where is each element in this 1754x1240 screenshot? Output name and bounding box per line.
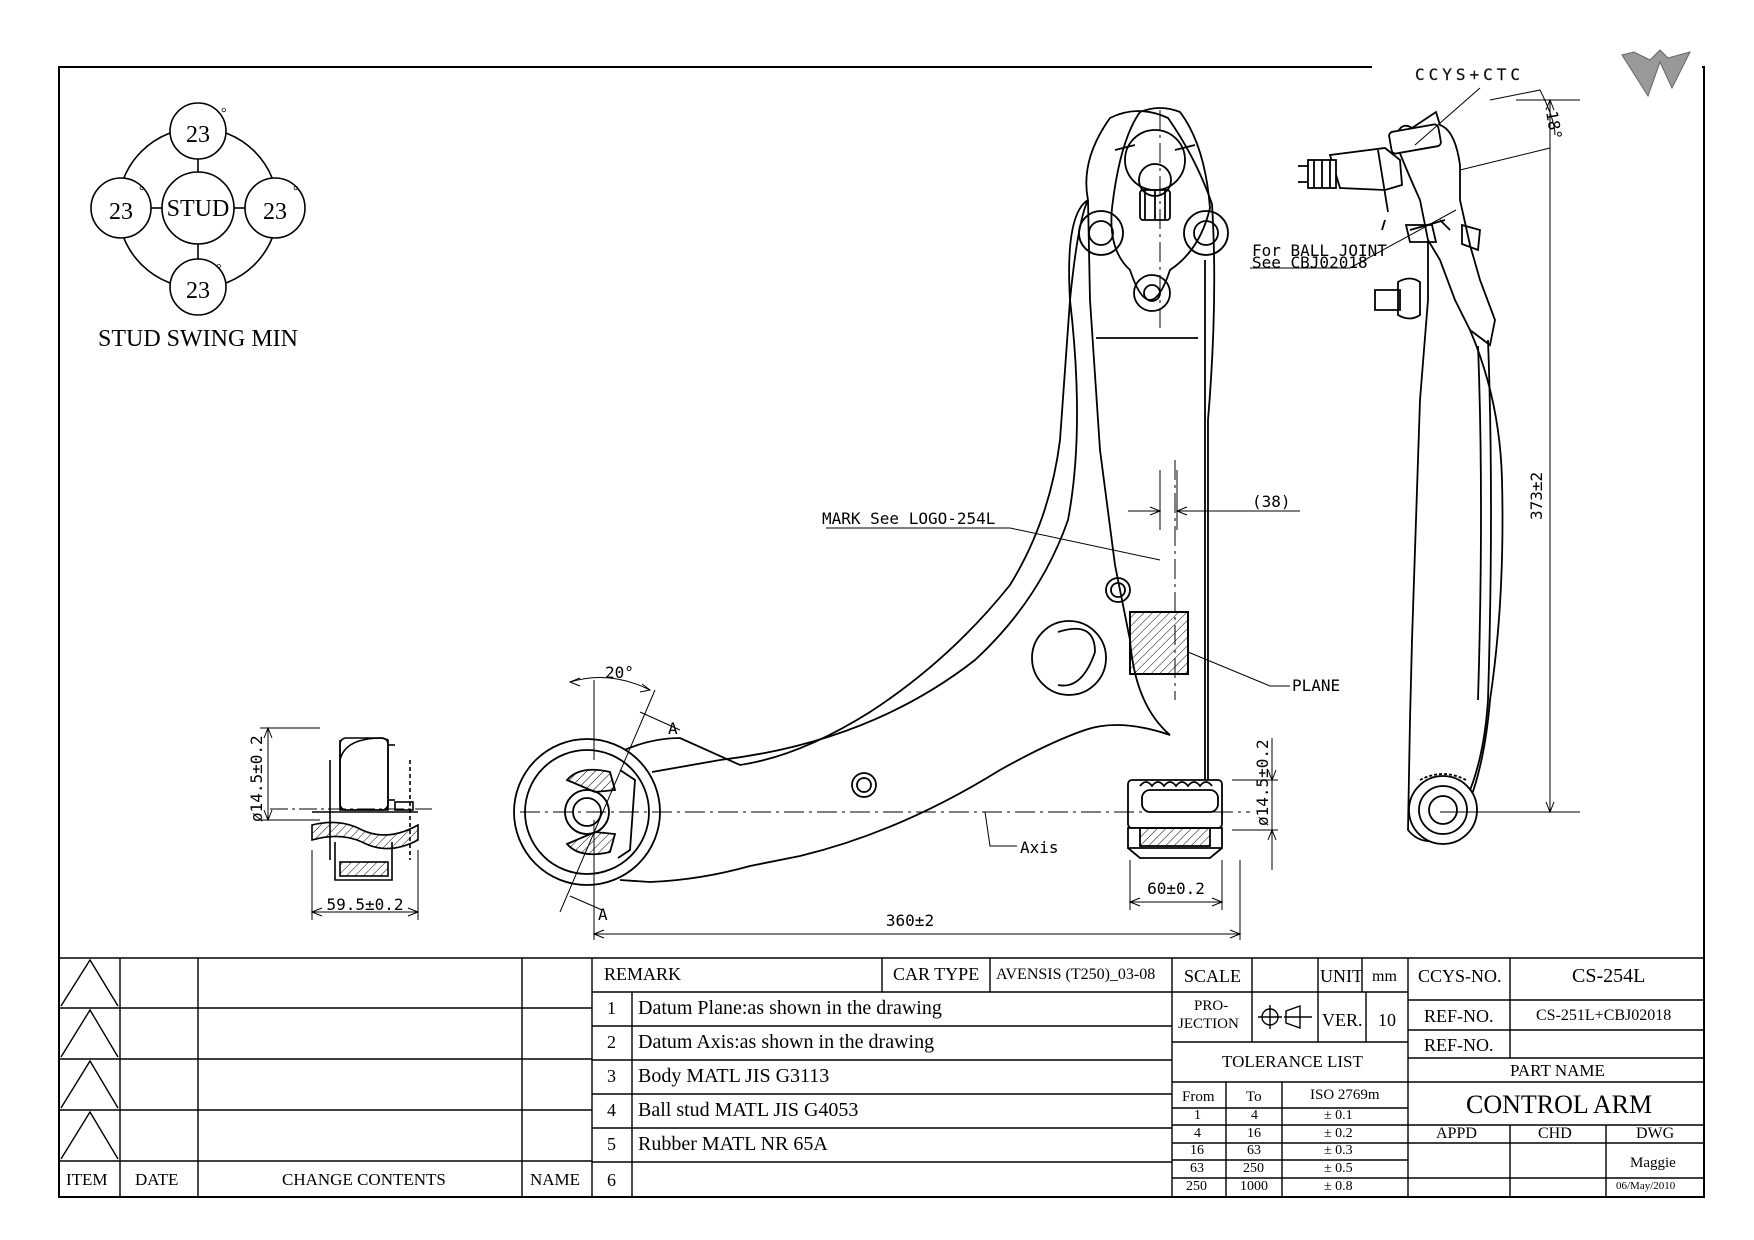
mark-label: MARK See LOGO-254L	[822, 509, 995, 528]
stud-angle-bottom: 23	[186, 278, 210, 304]
stud-angle-top: 23	[186, 122, 210, 148]
tolerance-row-3-from: 16	[1190, 1143, 1204, 1158]
remark-text-1: Datum Plane:as shown in the drawing	[638, 997, 942, 1019]
part-name-label: PART NAME	[1510, 1061, 1605, 1080]
header-date: DATE	[135, 1170, 179, 1189]
ver-label: VER.	[1322, 1010, 1363, 1030]
dim-height-373: 373±2	[1527, 472, 1546, 520]
ref-no-label-2: REF-NO.	[1424, 1035, 1494, 1055]
tolerance-row-4-to: 250	[1243, 1161, 1264, 1176]
remark-num-2: 2	[607, 1032, 616, 1052]
bushing-dimensions	[260, 726, 420, 920]
dim-bushing-diameter-right: ø14.5±0.2	[1253, 739, 1272, 826]
remark-num-4: 4	[607, 1100, 616, 1120]
bushing-section-view	[270, 737, 432, 881]
stud-swing-diagram: STUD 23 ° 23 ° 23 ° 23 ° STUD SWING MIN	[90, 102, 306, 352]
remark-text-4: Ball stud MATL JIS G4053	[638, 1099, 859, 1121]
remark-num-6: 6	[607, 1170, 616, 1190]
section-a-bottom: A	[598, 905, 608, 924]
dwg-date: 06/May/2010	[1616, 1180, 1676, 1192]
control-arm-side-view	[1298, 110, 1504, 845]
tolerance-row-3-tol: ± 0.3	[1324, 1143, 1353, 1158]
tolerance-row-2-tol: ± 0.2	[1324, 1126, 1353, 1141]
stud-center-label: STUD	[167, 196, 230, 222]
stud-degree-left: °	[139, 184, 145, 199]
dwg-name: Maggie	[1630, 1155, 1676, 1171]
remark-num-5: 5	[607, 1134, 616, 1154]
unit-label: UNIT	[1320, 966, 1363, 986]
dim-bushing-width: 59.5±0.2	[326, 895, 403, 914]
stud-angle-left: 23	[109, 199, 133, 225]
brand-logo-text: CCYS+CTC	[1415, 65, 1524, 84]
tolerance-row-5-from: 250	[1186, 1179, 1207, 1194]
stud-degree-right: °	[293, 184, 299, 199]
dim-angle-20: 20°	[605, 663, 634, 682]
stud-swing-caption: STUD SWING MIN	[98, 326, 298, 352]
tolerance-row-1-to: 4	[1251, 1108, 1258, 1123]
plane-label: PLANE	[1292, 676, 1340, 695]
tolerance-header-iso: ISO 2769m	[1310, 1087, 1380, 1103]
remark-text-5: Rubber MATL NR 65A	[638, 1133, 828, 1155]
axis-label: Axis	[1020, 838, 1059, 857]
side-view-dimensions	[1250, 87, 1580, 814]
dim-bushing-diameter-left: ø14.5±0.2	[247, 735, 266, 822]
tolerance-row-2-from: 4	[1194, 1126, 1201, 1141]
dim-angle-18: 18°	[1542, 109, 1566, 141]
top-view-dimensions	[559, 470, 1300, 940]
remark-num-3: 3	[607, 1066, 616, 1086]
tolerance-header-to: To	[1246, 1089, 1262, 1105]
ball-joint-note-1: For BALL JOINT	[1252, 241, 1387, 260]
header-change-contents: CHANGE CONTENTS	[282, 1170, 446, 1189]
sheet-border	[58, 66, 1705, 1198]
tolerance-row-3-to: 63	[1247, 1143, 1261, 1158]
tolerance-header-from: From	[1182, 1089, 1215, 1105]
stud-degree-top: °	[221, 106, 227, 121]
dim-length-360: 360±2	[886, 911, 934, 930]
tolerance-row-4-from: 63	[1190, 1161, 1204, 1176]
dim-38: (38)	[1252, 492, 1291, 511]
part-name-value: CONTROL ARM	[1466, 1090, 1653, 1119]
header-name: NAME	[530, 1170, 581, 1189]
car-type-label: CAR TYPE	[893, 964, 980, 984]
chd-label: CHD	[1538, 1125, 1572, 1142]
projection-label-2: JECTION	[1178, 1016, 1239, 1032]
car-type-value: AVENSIS (T250)_03-08	[996, 966, 1156, 983]
title-block-lines	[59, 957, 1704, 1197]
tolerance-row-2-to: 16	[1247, 1126, 1261, 1141]
remark-text-3: Body MATL JIS G3113	[638, 1065, 830, 1087]
remark-text-2: Datum Axis:as shown in the drawing	[638, 1031, 935, 1053]
section-a-top: A	[668, 719, 678, 738]
appd-label: APPD	[1436, 1125, 1477, 1142]
remark-num-1: 1	[607, 998, 616, 1018]
dim-width-60: 60±0.2	[1147, 879, 1205, 898]
brand-logo: CCYS+CTC	[1415, 49, 1691, 98]
unit-value: mm	[1372, 968, 1397, 985]
stud-degree-bottom: °	[216, 262, 222, 277]
ccys-no-label: CCYS-NO.	[1418, 966, 1502, 986]
ball-joint-note-2: See CBJ02018	[1252, 253, 1368, 272]
tolerance-row-4-tol: ± 0.5	[1324, 1161, 1353, 1176]
scale-label: SCALE	[1184, 966, 1242, 986]
tolerance-row-1-from: 1	[1194, 1108, 1201, 1123]
tolerance-row-5-tol: ± 0.8	[1324, 1179, 1353, 1194]
ver-value: 10	[1378, 1010, 1396, 1030]
tolerance-row-5-to: 1000	[1240, 1179, 1268, 1194]
tolerance-title: TOLERANCE LIST	[1222, 1052, 1363, 1071]
remark-header: REMARK	[604, 964, 682, 984]
header-item: ITEM	[66, 1170, 108, 1189]
center-lines	[520, 110, 1250, 813]
ref-no-label-1: REF-NO.	[1424, 1006, 1494, 1026]
tolerance-row-1-tol: ± 0.1	[1324, 1108, 1353, 1123]
projection-label-1: PRO-	[1194, 998, 1229, 1014]
ref-no-value-1: CS-251L+CBJ02018	[1536, 1007, 1672, 1024]
dwg-label: DWG	[1636, 1125, 1675, 1142]
stud-angle-right: 23	[263, 199, 287, 225]
ccys-no-value: CS-254L	[1572, 965, 1646, 987]
